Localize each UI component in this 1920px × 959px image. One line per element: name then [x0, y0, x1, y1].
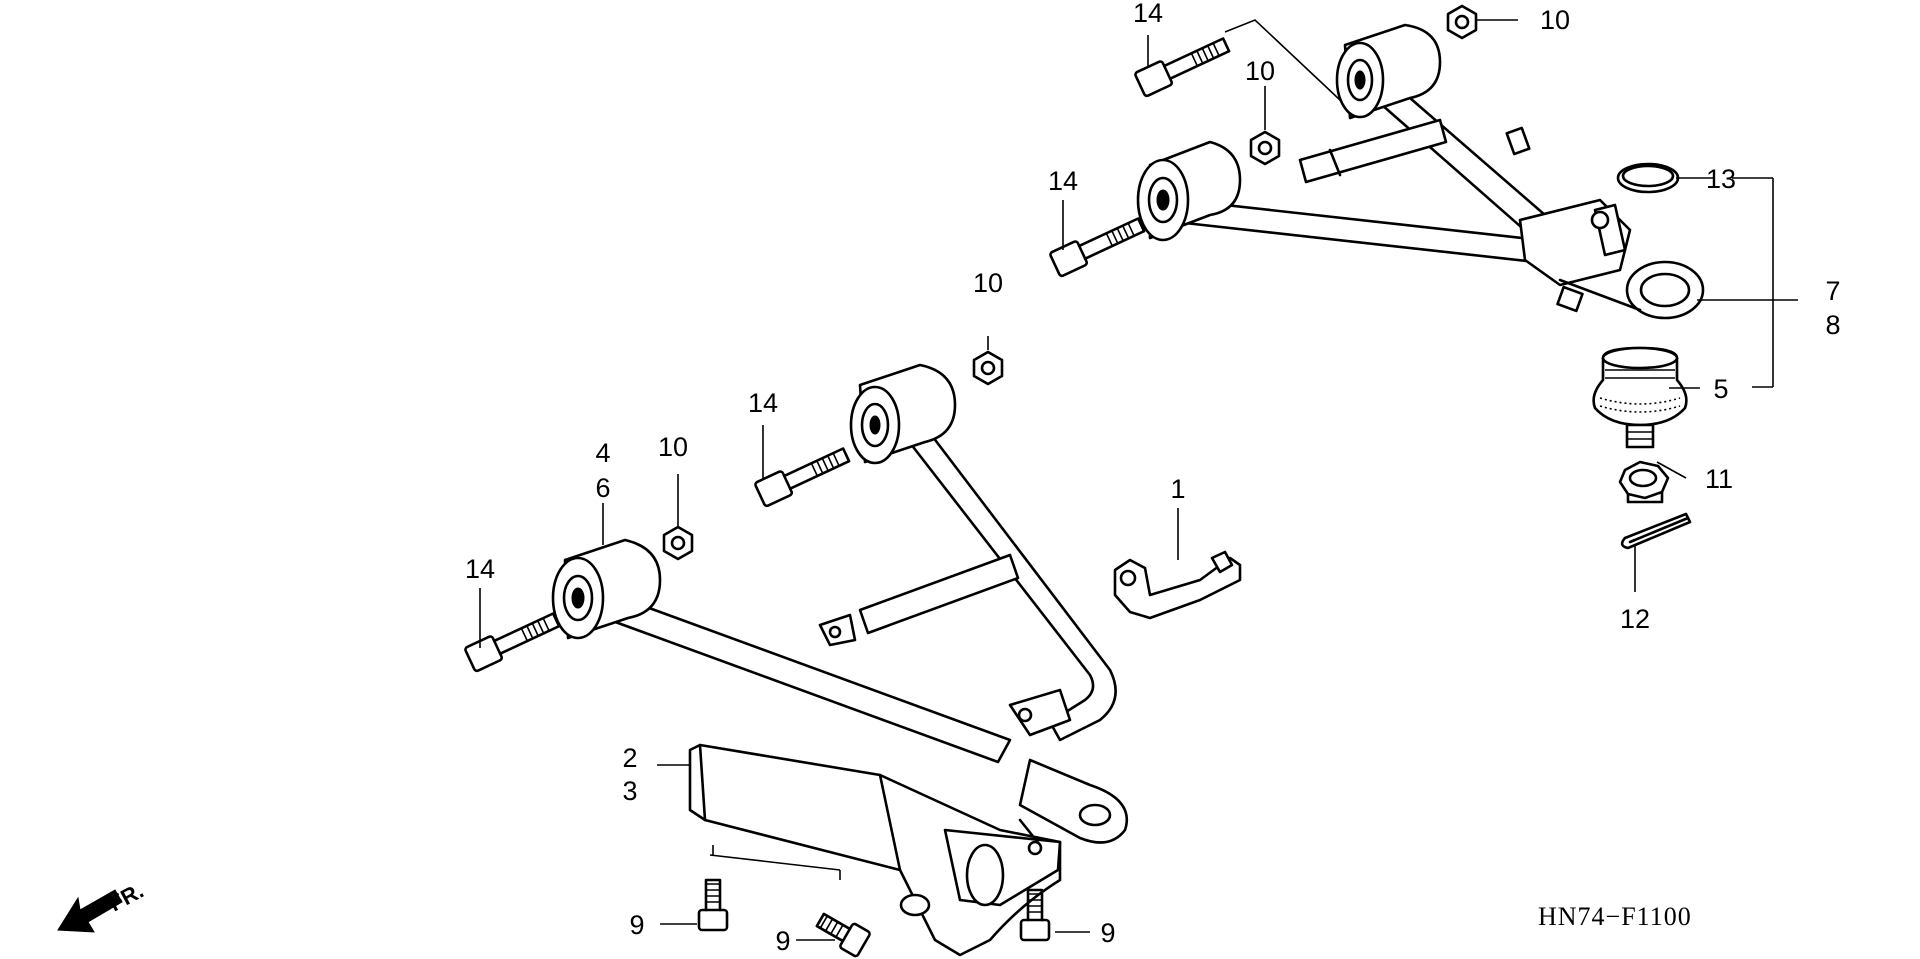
callout-3: 3: [622, 776, 637, 806]
callout-14-lower-front: 14: [465, 554, 495, 584]
callout-14-lower-rear: 14: [748, 388, 778, 418]
callout-9-middle: 9: [775, 926, 790, 956]
callout-labels: 1 2 3 4 6 5 7 8 9 9 9 10 10 10 10 11 12 …: [465, 0, 1841, 956]
front-indicator-label: FR.: [105, 878, 148, 917]
skid-plate: [688, 743, 1062, 957]
callout-10-lower-front: 10: [658, 432, 688, 462]
callout-1: 1: [1170, 474, 1185, 504]
bolts-9: [697, 878, 1051, 958]
callout-4: 4: [595, 438, 610, 468]
nuts-10: [662, 4, 1478, 561]
callout-10-upper-rear: 10: [1540, 5, 1570, 35]
callout-14-upper-front: 14: [1048, 166, 1078, 196]
lower-arm: [551, 363, 1129, 844]
circlip: [1616, 162, 1680, 194]
callout-10-upper-front: 10: [1245, 56, 1275, 86]
callout-10-lower-rear: 10: [973, 268, 1003, 298]
bolts-14: [464, 37, 1231, 673]
castle-nut: [1618, 460, 1670, 504]
callout-9-right: 9: [1100, 918, 1115, 948]
front-arrow-icon: FR.: [57, 878, 148, 933]
callout-11: 11: [1705, 464, 1733, 494]
cotter-pin: [1620, 512, 1692, 550]
callout-12: 12: [1620, 604, 1650, 634]
diagram-code: HN74−F1100: [1538, 902, 1692, 931]
callout-2: 2: [622, 743, 637, 773]
callout-5: 5: [1713, 374, 1728, 404]
bracket: [1113, 550, 1242, 620]
callout-9-left: 9: [629, 910, 644, 940]
ball-joint: [1592, 346, 1688, 449]
callout-8: 8: [1825, 310, 1840, 340]
callout-13: 13: [1706, 164, 1736, 194]
upper-arm: [1136, 23, 1705, 320]
callout-14-upper-rear: 14: [1133, 0, 1163, 28]
leader-lines: [479, 19, 1798, 941]
callout-7: 7: [1825, 276, 1840, 306]
callout-6: 6: [595, 473, 610, 503]
